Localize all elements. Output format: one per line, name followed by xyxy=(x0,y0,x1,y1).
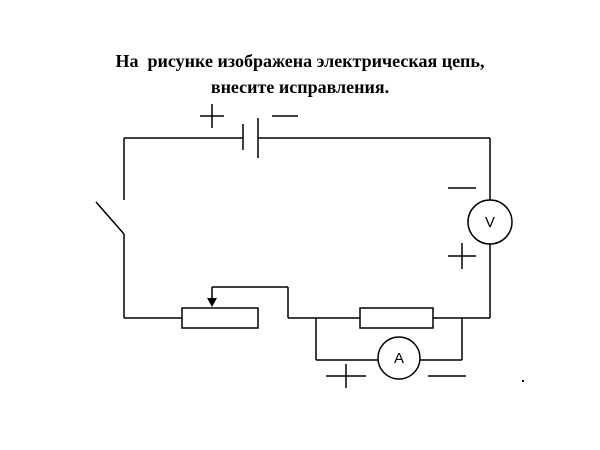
rheostat-slider-arrow xyxy=(207,298,217,307)
ammeter-branch xyxy=(315,318,466,388)
battery xyxy=(124,104,490,158)
rheostat-body xyxy=(181,307,259,329)
task-title: На рисунке изображена электрическая цепь… xyxy=(0,48,600,100)
task-title-line-1: На рисунке изображена электрическая цепь… xyxy=(115,51,485,71)
ammeter-circle xyxy=(377,336,421,380)
switch xyxy=(95,138,182,319)
ammeter-label: A xyxy=(394,350,404,367)
resistor xyxy=(316,307,490,329)
rheostat xyxy=(181,286,316,329)
resistor-body xyxy=(359,307,434,329)
switch-blade xyxy=(95,201,125,235)
task-title-line-2: внесите исправления. xyxy=(210,77,390,97)
voltmeter-branch xyxy=(448,138,513,318)
stray-dot xyxy=(522,380,524,382)
voltmeter-label: V xyxy=(485,214,495,231)
